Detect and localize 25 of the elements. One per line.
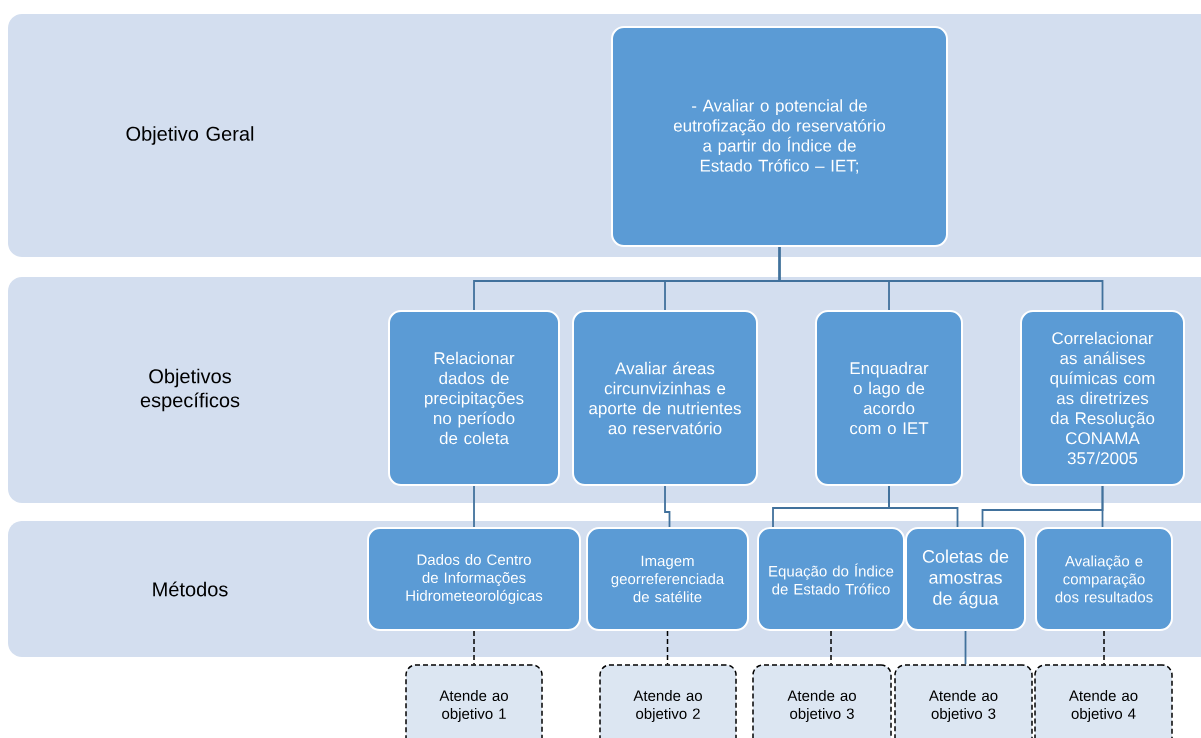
connector-line bbox=[473, 485, 475, 528]
connector-line bbox=[830, 630, 832, 665]
process-box: Correlacionar as análises químicas com as diretrizes da Resolução CONAMA 357/2005 bbox=[1020, 310, 1185, 486]
process-box: Avaliação e comparação dos resultados bbox=[1035, 527, 1173, 631]
dashed-box: Atende ao objetivo 3 bbox=[752, 664, 892, 738]
connector-line bbox=[1101, 485, 1104, 528]
connector-line bbox=[778, 246, 1104, 311]
connector-line bbox=[888, 485, 959, 528]
connector-line bbox=[964, 630, 967, 666]
process-box: Equação do Índice de Estado Trófico bbox=[757, 527, 905, 631]
connector-line bbox=[666, 630, 669, 665]
process-box: - Avaliar o potencial de eutrofização do reservatório a partir do Índice de Estado Trófico – IET; bbox=[611, 26, 948, 247]
process-box: Enquadrar o lago de acordo com o IET bbox=[815, 310, 963, 486]
dashed-box: Atende ao objetivo 2 bbox=[599, 664, 737, 738]
connector-line bbox=[473, 630, 475, 665]
dashed-box: Atende ao objetivo 1 bbox=[405, 664, 543, 738]
connector-line bbox=[1103, 630, 1105, 665]
dashed-box: Atende ao objetivo 4 bbox=[1034, 664, 1173, 738]
process-box: Coletas de amostras de água bbox=[905, 527, 1026, 631]
process-box: Imagem georreferenciada de satélite bbox=[586, 527, 749, 631]
connector-line bbox=[664, 485, 671, 528]
process-box: Dados do Centro de Informações Hidrometeorológicas bbox=[367, 527, 581, 631]
process-box: Avaliar áreas circunvizinhas e aporte de nutrientes ao reservatório bbox=[572, 310, 758, 486]
dashed-box: Atende ao objetivo 3 bbox=[894, 664, 1033, 738]
process-box: Relacionar dados de precipitações no período de coleta bbox=[388, 310, 560, 486]
